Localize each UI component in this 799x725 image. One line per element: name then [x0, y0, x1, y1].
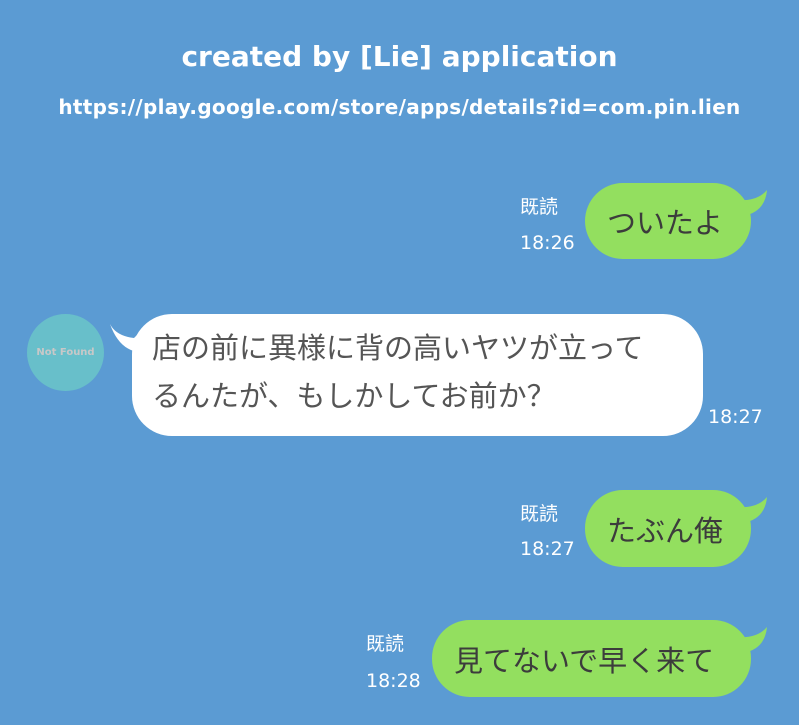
message-time: 18:27	[708, 406, 763, 428]
message-time: 18:26	[520, 232, 575, 254]
received-message-bubble[interactable]: 店の前に異様に背の高いヤツが立って るんたが、もしかしてお前か？	[132, 314, 703, 436]
message-line: 店の前に異様に背の高いヤツが立って	[152, 331, 644, 365]
sent-message-bubble[interactable]: たぶん俺	[585, 490, 751, 567]
message-text: たぶん俺	[607, 513, 724, 548]
message-time: 18:27	[520, 538, 575, 560]
sent-message-bubble[interactable]: 見てないで早く来て	[432, 620, 751, 697]
message-line: るんたが、もしかしてお前か？	[152, 379, 556, 413]
avatar-placeholder-text: Not Found	[36, 347, 95, 358]
read-receipt: 既読	[520, 196, 559, 218]
app-store-url[interactable]: https://play.google.com/store/apps/detai…	[58, 95, 741, 119]
message-time: 18:28	[366, 670, 421, 692]
read-receipt: 既読	[366, 633, 405, 655]
app-credit-title: created by [Lie] application	[181, 40, 618, 73]
message-text: ついたよ	[607, 206, 724, 240]
read-receipt: 既読	[520, 503, 559, 525]
message-text: 見てないで早く来て	[454, 643, 715, 678]
sent-message-bubble[interactable]: ついたよ	[585, 183, 751, 259]
avatar[interactable]: Not Found	[27, 314, 104, 391]
